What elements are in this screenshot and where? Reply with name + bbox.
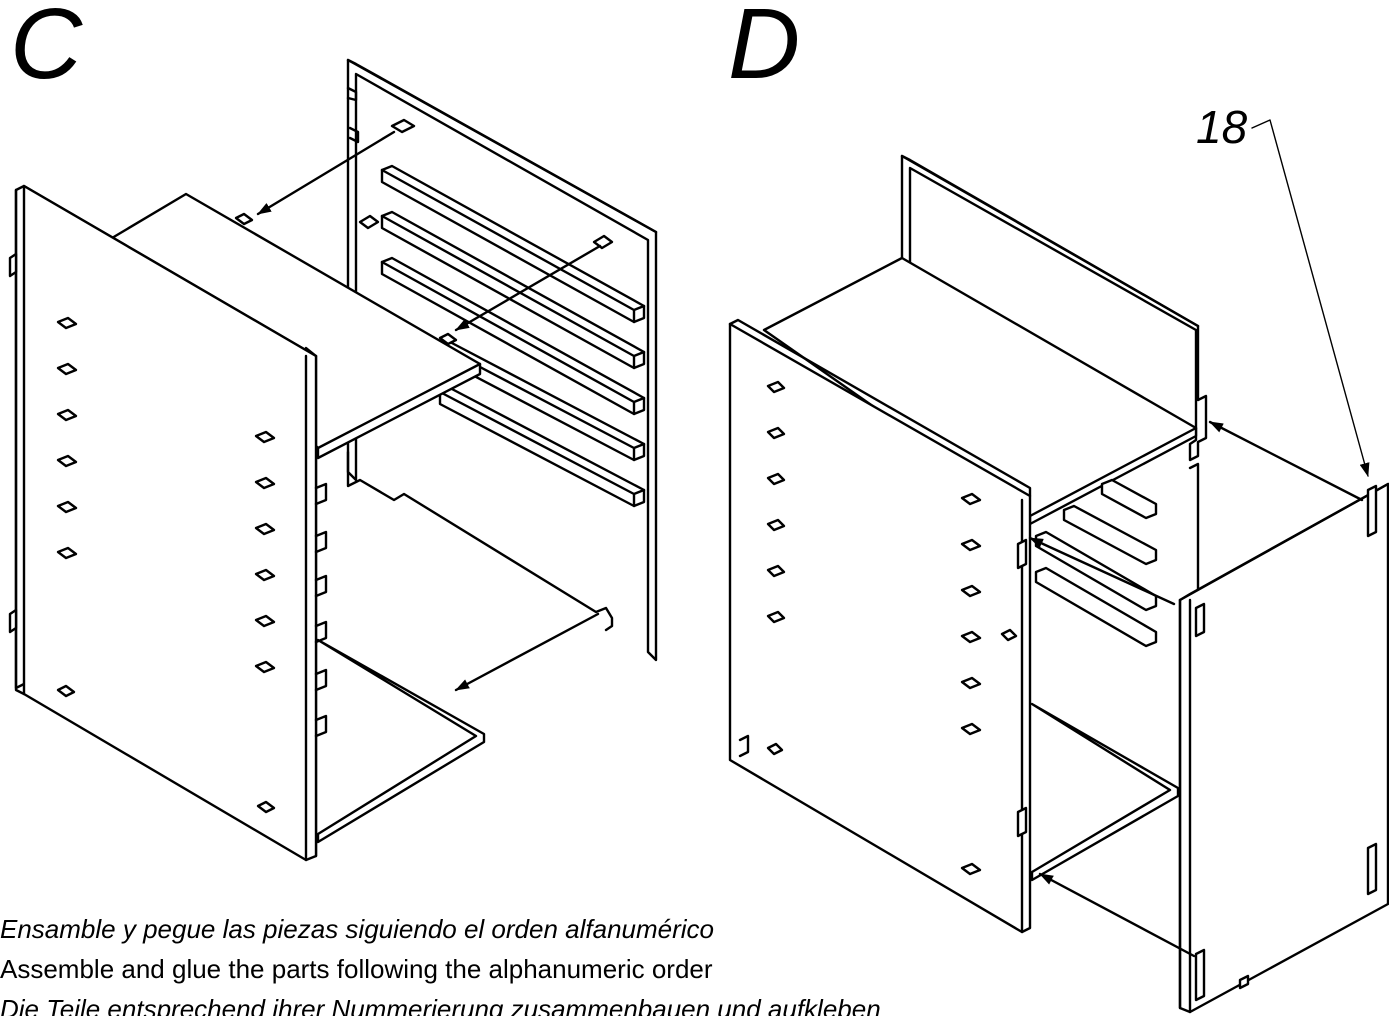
caption-german: Die Teile entsprechend ihrer Nummerierun… — [0, 994, 881, 1016]
step-c-exploded-view — [8, 58, 658, 862]
step-d-label: D — [728, 0, 801, 100]
caption-spanish: Ensamble y pegue las piezas siguiendo el… — [0, 914, 714, 944]
shelf-rails — [380, 164, 646, 508]
assembly-arrows — [1028, 420, 1364, 958]
step-c-label: C — [10, 0, 83, 100]
shelf-rails — [1034, 478, 1158, 648]
bottom-shelf — [316, 450, 614, 844]
part-callout-leader — [1251, 119, 1370, 477]
assembly-arrows — [256, 130, 602, 692]
bottom-shelf — [1030, 702, 1180, 882]
right-side-panel-part-18 — [1178, 482, 1389, 1014]
back-panel — [900, 154, 1208, 638]
panel-slots — [56, 316, 276, 814]
left-side-panel — [8, 184, 328, 862]
caption-english: Assemble and glue the parts following th… — [0, 954, 713, 984]
panel-slots — [766, 380, 1018, 876]
left-side-panel — [728, 318, 1032, 934]
part-number-callout: 18 — [1196, 101, 1248, 153]
step-d-assembled-view — [728, 119, 1389, 1014]
back-panel — [346, 58, 658, 662]
top-shelf — [110, 192, 482, 460]
